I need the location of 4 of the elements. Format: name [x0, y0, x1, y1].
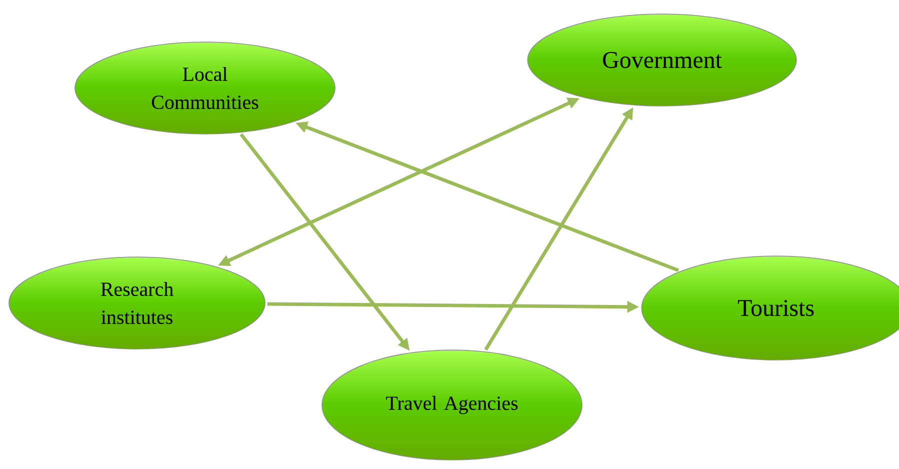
ellipse-node: Travel Agencies — [322, 350, 582, 460]
ellipse-node: Research institutes — [8, 256, 266, 350]
ellipse-node: Local Communities — [74, 42, 336, 134]
ellipse-node: Government — [527, 14, 797, 106]
